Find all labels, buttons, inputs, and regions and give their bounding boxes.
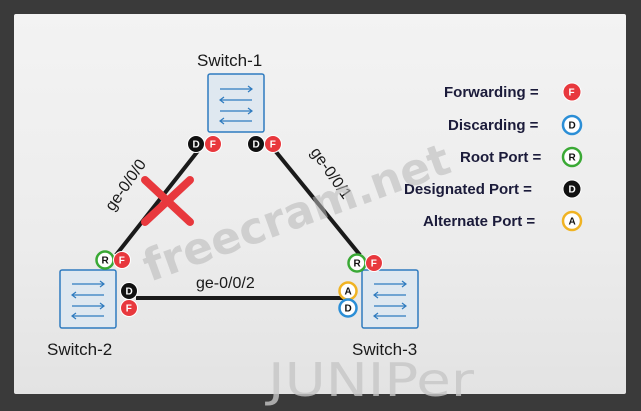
port-badge-root: R <box>347 253 367 273</box>
juniper-logo: JUNIPer <box>264 353 474 407</box>
port-badge-designated: D <box>120 282 138 300</box>
legend-designated-badge: D <box>569 185 576 196</box>
legend-designated-label: Designated Port = <box>404 181 532 198</box>
legend-root-label: Root Port = <box>460 149 541 166</box>
svg-text:R: R <box>354 259 362 270</box>
link-label-ge-0-0-0: ge-0/0/0 <box>102 156 150 214</box>
link-label-ge-0-0-2: ge-0/0/2 <box>196 275 255 292</box>
svg-text:F: F <box>119 256 125 267</box>
switch-3-label: Switch-3 <box>352 340 417 359</box>
svg-text:F: F <box>210 140 216 151</box>
port-badge-alternate: A <box>338 281 358 301</box>
port-badge-root: R <box>95 250 115 270</box>
port-badge-forwarding: F <box>264 135 282 153</box>
switch-3[interactable] <box>361 269 419 329</box>
switch-2-label: Switch-2 <box>47 340 112 359</box>
port-badge-forwarding: F <box>204 135 222 153</box>
svg-text:A: A <box>345 287 352 298</box>
legend-discarding-badge: D <box>569 121 576 132</box>
legend-forwarding-badge: F <box>569 88 575 99</box>
legend-alternate-badge: A <box>569 217 576 228</box>
port-badge-forwarding: F <box>120 299 138 317</box>
port-badge-designated: D <box>187 135 205 153</box>
switch-1[interactable] <box>207 73 265 133</box>
svg-text:D: D <box>193 140 200 151</box>
svg-text:F: F <box>270 140 276 151</box>
switch-2[interactable] <box>59 269 117 329</box>
svg-text:D: D <box>253 140 260 151</box>
legend-forwarding-label: Forwarding = <box>444 84 539 101</box>
legend-discarding-label: Discarding = <box>448 117 539 134</box>
switch-icon <box>207 73 265 133</box>
port-badge-discarding: D <box>338 298 358 318</box>
legend-alternate-label: Alternate Port = <box>423 213 535 230</box>
switch-icon <box>361 269 419 329</box>
svg-text:F: F <box>371 259 377 270</box>
switch-icon <box>59 269 117 329</box>
port-badge-forwarding: F <box>113 251 131 269</box>
svg-text:R: R <box>102 256 110 267</box>
port-badge-designated: D <box>247 135 265 153</box>
link-s1-s3 <box>266 140 362 257</box>
svg-text:D: D <box>345 304 352 315</box>
switch-1-label: Switch-1 <box>197 51 262 70</box>
port-badge-forwarding: F <box>365 254 383 272</box>
legend: Forwarding = F Discarding = D Root Port … <box>404 82 583 232</box>
blocked-link-x-icon <box>141 176 194 226</box>
svg-text:D: D <box>126 287 133 298</box>
svg-text:F: F <box>126 304 132 315</box>
legend-root-badge: R <box>569 153 577 164</box>
